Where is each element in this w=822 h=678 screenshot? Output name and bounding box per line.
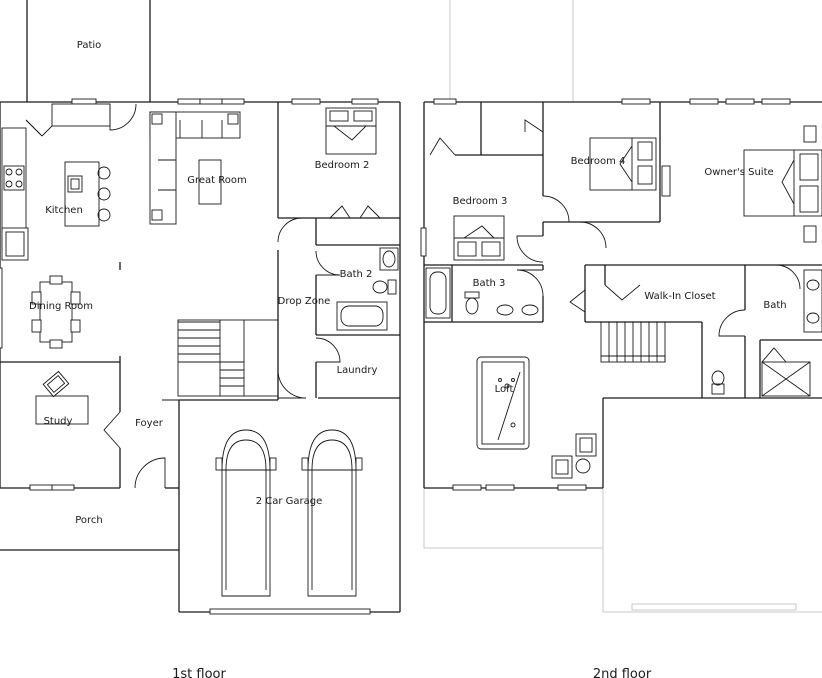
study-desk	[35, 370, 89, 425]
great-room-label: Great Room	[187, 175, 247, 186]
bath-3-fixtures	[425, 267, 539, 319]
first-floor-plan: Patio Great Room Bedroom 2 Kitchen Bath …	[0, 0, 401, 678]
second-floor-stairs	[600, 321, 666, 363]
kitchen-island	[64, 161, 111, 227]
dining-table	[31, 275, 81, 349]
drop-zone-label: Drop Zone	[278, 296, 331, 307]
bath-3-label: Bath 3	[473, 278, 506, 289]
second-floor-caption: 2nd floor	[593, 667, 652, 678]
first-floor-caption: 1st floor	[172, 667, 226, 678]
bedroom-2-label: Bedroom 2	[315, 160, 370, 171]
foyer-label: Foyer	[135, 418, 164, 429]
bedroom-3-bed	[453, 215, 505, 261]
garage-car-left	[215, 429, 277, 597]
study-label: Study	[44, 416, 73, 427]
bedroom-3-label: Bedroom 3	[453, 196, 508, 207]
bath-2-label: Bath 2	[340, 269, 373, 280]
loft-label: Loft	[495, 384, 514, 395]
dining-room-label: Dining Room	[29, 301, 93, 312]
second-floor-plan: Bedroom 4 Owner's Suite Bedroom 3 Bath 3…	[420, 0, 822, 678]
closet-doors	[329, 205, 381, 219]
laundry-label: Laundry	[337, 365, 378, 376]
second-floor-interior-walls	[424, 102, 822, 398]
owners-bath-fixtures	[711, 269, 822, 397]
bedroom-4-label: Bedroom 4	[571, 156, 626, 167]
second-floor-doors	[429, 119, 801, 337]
second-floor-ghost-outlines	[423, 0, 822, 613]
bedroom-4-dresser	[661, 165, 671, 197]
first-floor-doors	[25, 103, 341, 489]
owners-suite-label: Owner's Suite	[704, 167, 773, 178]
second-floor-windows	[420, 98, 791, 491]
garage-car-right	[301, 429, 363, 597]
kitchen-label: Kitchen	[45, 205, 83, 216]
first-floor-stairs	[177, 319, 279, 397]
patio-outline	[26, 0, 151, 102]
garage-label: 2 Car Garage	[256, 496, 323, 507]
great-room-sofa	[149, 111, 241, 225]
second-floor-labels: Bedroom 4 Owner's Suite Bedroom 3 Bath 3…	[453, 156, 787, 395]
owners-suite-bed	[743, 125, 822, 243]
bedroom-4-bed	[589, 137, 657, 191]
bedroom-2-bed	[325, 107, 377, 155]
kitchen-counters	[1, 103, 111, 261]
bath-label: Bath	[763, 300, 786, 311]
first-floor-windows	[0, 98, 379, 615]
patio-label: Patio	[77, 40, 102, 51]
pool-table	[476, 356, 530, 450]
walk-in-closet-label: Walk-In Closet	[644, 291, 715, 302]
coffee-table	[198, 159, 222, 205]
porch-label: Porch	[75, 515, 103, 526]
loft-chairs	[551, 433, 597, 479]
bath-2-fixtures	[336, 247, 399, 331]
first-floor-labels: Patio Great Room Bedroom 2 Kitchen Bath …	[29, 40, 377, 526]
